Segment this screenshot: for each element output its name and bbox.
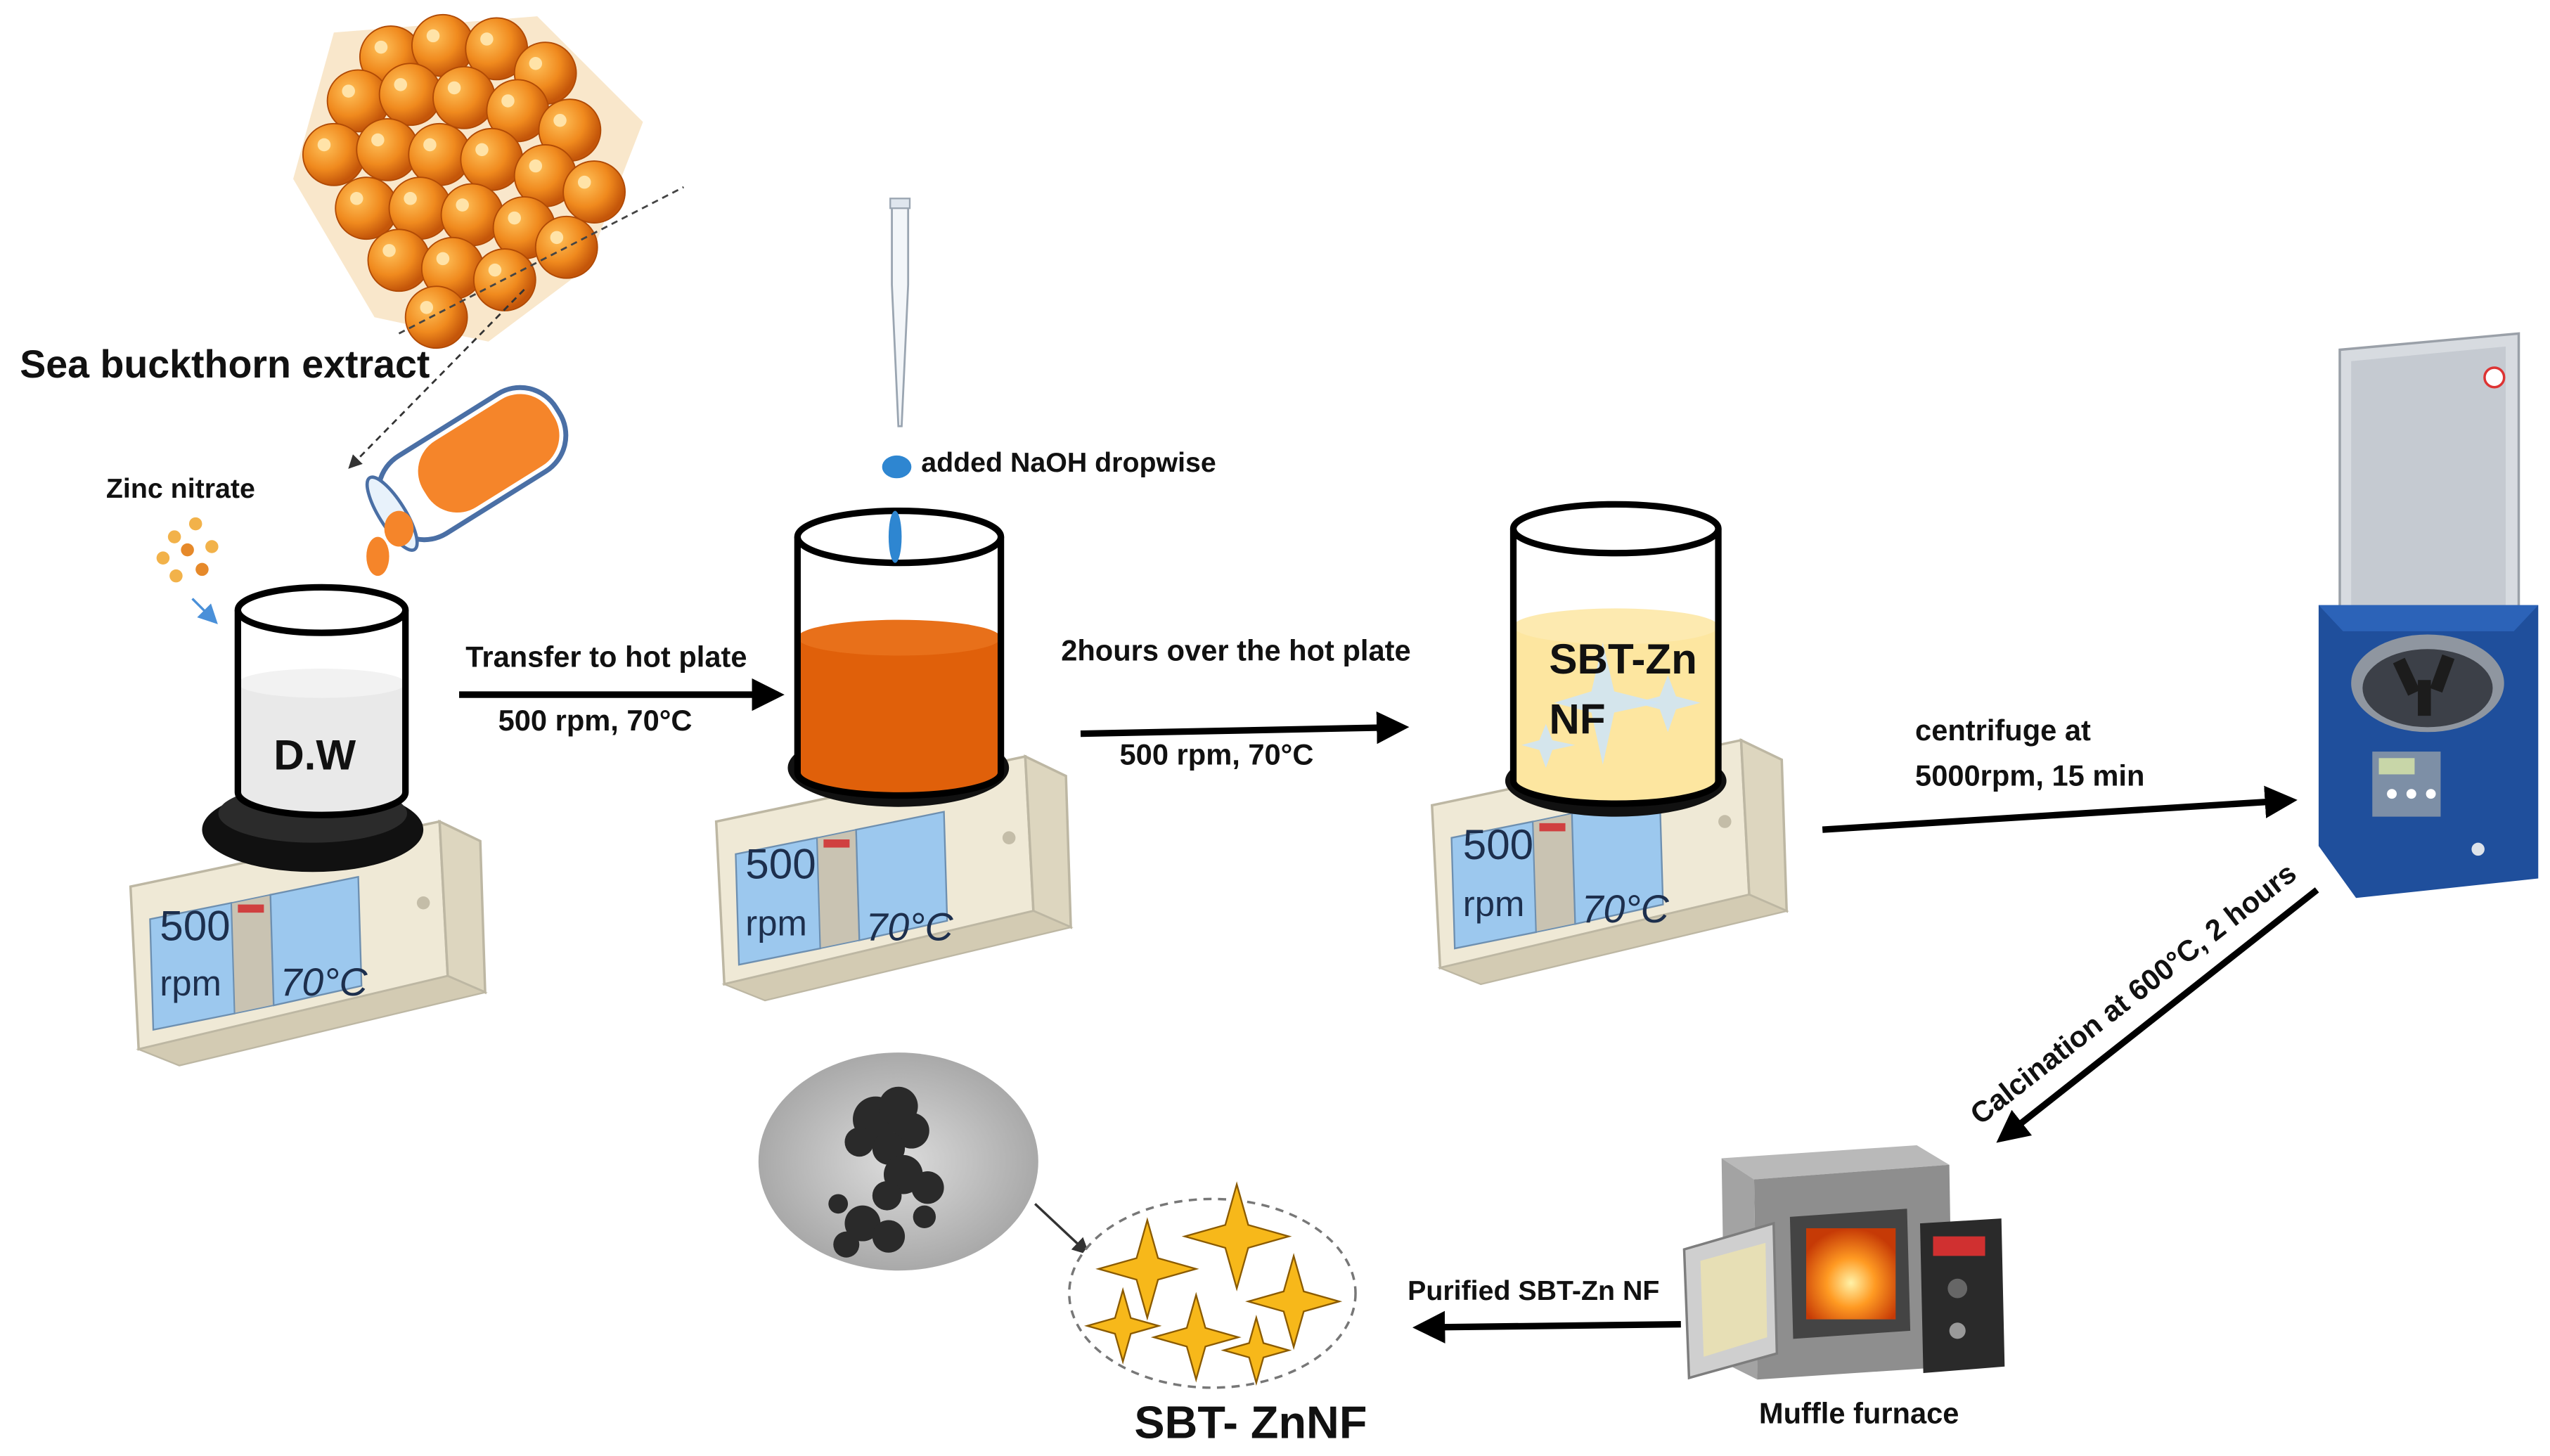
sbt-zn-label: SBT-Zn bbox=[1549, 636, 1697, 683]
beaker-distilled-water bbox=[234, 584, 409, 818]
naoh-drop-icon bbox=[882, 455, 912, 479]
hot-plate-1-temp: 70°C bbox=[281, 960, 368, 1004]
extract-label: Sea buckthorn extract bbox=[20, 342, 430, 386]
tem-micrograph bbox=[758, 1052, 1038, 1271]
centrifuge-arrow bbox=[1822, 785, 2298, 833]
centrifuge-icon bbox=[2318, 332, 2539, 898]
hot-plate-arrow bbox=[1080, 711, 1410, 745]
berry-highlight bbox=[447, 81, 461, 95]
berry-highlight bbox=[350, 192, 363, 205]
zinc-nitrate-label: Zinc nitrate bbox=[106, 473, 255, 504]
purified-arrow bbox=[1412, 1310, 1681, 1344]
nanoflower-star-icon bbox=[1150, 1291, 1242, 1383]
purified-label: Purified SBT-Zn NF bbox=[1408, 1275, 1659, 1306]
hot-plate-3-speed: 500 bbox=[1463, 821, 1533, 868]
muffle-furnace-label: Muffle furnace bbox=[1759, 1397, 1959, 1430]
nanoflower-product-icon bbox=[1068, 1181, 1357, 1389]
muffle-furnace-icon bbox=[1682, 1145, 2005, 1380]
nanoflower-star-icon bbox=[1083, 1287, 1162, 1365]
hot-plate-2-temp: 70°C bbox=[866, 905, 954, 948]
berry-icon bbox=[302, 122, 366, 186]
zinc-arrow bbox=[191, 598, 218, 624]
hot-plate-2-speed: 500 bbox=[745, 841, 816, 888]
hot-plate-1-speed: 500 bbox=[160, 902, 230, 949]
transfer-conditions: 500 rpm, 70°C bbox=[498, 704, 693, 737]
berry-highlight bbox=[550, 231, 564, 245]
hot-plate-3-unit: rpm bbox=[1463, 884, 1525, 924]
nanoflower-star-icon bbox=[1181, 1181, 1292, 1291]
beaker-reaction-mixture bbox=[794, 507, 1005, 799]
berry-highlight bbox=[436, 252, 450, 266]
berry-highlight bbox=[480, 32, 494, 46]
pipette-icon bbox=[889, 198, 911, 427]
hot-plate-1: 500 rpm 70°C bbox=[129, 784, 487, 1067]
calcination-arrow bbox=[1996, 887, 2319, 1143]
extract-drop-icon bbox=[366, 536, 389, 576]
berry-highlight bbox=[374, 40, 388, 54]
hot-plate-3-temp: 70°C bbox=[1582, 887, 1670, 931]
berry-highlight bbox=[529, 56, 543, 70]
berry-highlight bbox=[420, 301, 434, 314]
nanoflower-star-icon bbox=[1245, 1253, 1343, 1351]
berry-highlight bbox=[577, 175, 591, 189]
centrifuge-label-line2: 5000rpm, 15 min bbox=[1915, 759, 2144, 792]
berry-icon bbox=[378, 63, 442, 127]
centrifuge-label-line1: centrifuge at bbox=[1915, 714, 2091, 747]
berry-highlight bbox=[456, 198, 469, 212]
nanoflower-star-icon bbox=[1095, 1217, 1199, 1321]
berry-highlight bbox=[475, 143, 489, 157]
calcination-label: Calcination at 600°C, 2 hours bbox=[1964, 856, 2303, 1131]
berry-icon bbox=[432, 65, 496, 129]
product-label: SBT- ZnNF bbox=[1134, 1397, 1367, 1448]
berry-icon bbox=[440, 183, 504, 247]
berry-highlight bbox=[488, 263, 502, 277]
berry-highlight bbox=[426, 29, 440, 43]
berry-highlight bbox=[394, 78, 407, 91]
transfer-label: Transfer to hot plate bbox=[465, 640, 747, 674]
extract-drop-icon bbox=[384, 510, 414, 547]
extract-arrow bbox=[348, 288, 525, 469]
berry-icon bbox=[367, 228, 431, 292]
berry-highlight bbox=[404, 192, 417, 205]
berry-highlight bbox=[553, 113, 567, 127]
beaker-nanoflower-product bbox=[1509, 501, 1722, 807]
hot-plate-1-unit: rpm bbox=[160, 963, 221, 1003]
berry-highlight bbox=[501, 94, 515, 108]
berry-icon bbox=[404, 285, 468, 349]
berry-highlight bbox=[529, 159, 543, 173]
naoh-label: added NaOH dropwise bbox=[921, 447, 1216, 478]
berry-highlight bbox=[371, 133, 385, 147]
zinc-nitrate-granules-icon bbox=[156, 517, 219, 583]
nanoflower-star-icon bbox=[1221, 1315, 1292, 1386]
distilled-water-label: D.W bbox=[273, 732, 356, 779]
berry-highlight bbox=[382, 244, 396, 257]
berry-highlight bbox=[508, 211, 521, 225]
sbt-nf-label: NF bbox=[1549, 696, 1605, 743]
tem-arrow bbox=[1034, 1203, 1090, 1256]
hot-plate-2-unit: rpm bbox=[745, 903, 807, 943]
berry-highlight bbox=[317, 138, 331, 152]
berry-highlight bbox=[342, 84, 355, 98]
sea-buckthorn-berries bbox=[293, 13, 685, 349]
hot-plate-conditions: 500 rpm, 70°C bbox=[1120, 738, 1314, 771]
berry-icon bbox=[335, 176, 399, 240]
hot-plate-duration-label: 2hours over the hot plate bbox=[1061, 633, 1410, 666]
berry-highlight bbox=[423, 138, 437, 152]
berry-icon bbox=[460, 127, 524, 191]
berry-icon bbox=[562, 160, 626, 224]
